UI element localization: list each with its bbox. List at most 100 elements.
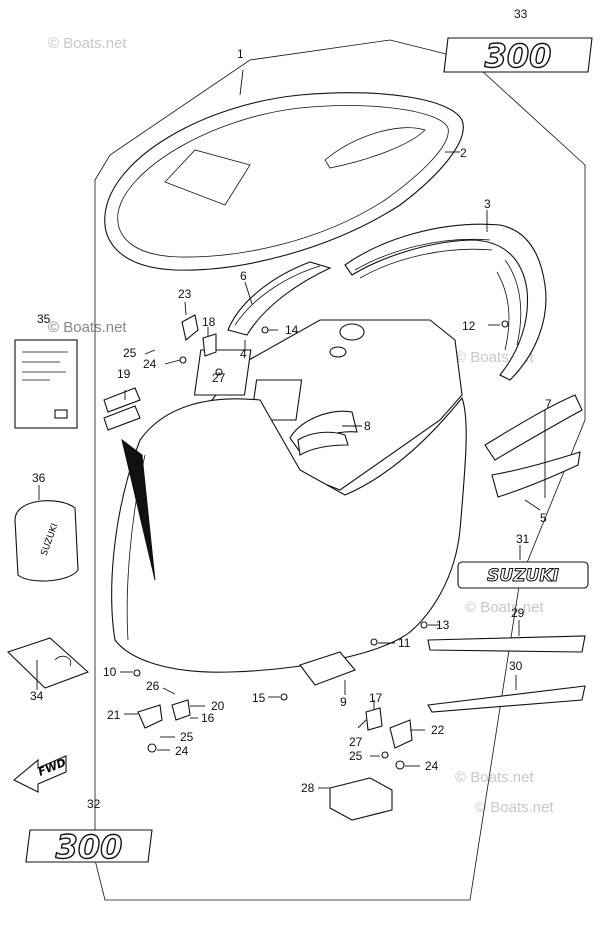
screw-15	[280, 693, 288, 701]
screw-10	[133, 669, 141, 677]
callout-23: 23	[178, 287, 192, 301]
foam-block-28	[329, 777, 393, 821]
callout-26: 26	[146, 679, 160, 693]
callout-14: 14	[285, 323, 299, 337]
callout-24-a: 24	[143, 357, 157, 371]
top-300-badge-frame	[443, 37, 593, 73]
callout-16: 16	[201, 711, 215, 725]
rail-assembly-detail	[354, 238, 522, 351]
top-cover-inner	[117, 105, 449, 258]
callout-24-b: 24	[175, 744, 189, 758]
bracket-23	[181, 314, 199, 342]
callout-17: 17	[369, 691, 383, 705]
callout-1: 1	[237, 47, 244, 61]
washer-24-c	[395, 760, 405, 770]
leader-26	[162, 687, 176, 695]
leader-5	[524, 499, 541, 511]
leader-25-a	[144, 349, 156, 355]
rail-assembly-outer	[344, 223, 547, 381]
right-rail-upper	[484, 394, 583, 461]
fwd-arrow	[13, 755, 67, 793]
leader-27-b	[357, 719, 367, 729]
bracket-16	[171, 699, 191, 721]
callout-9: 9	[340, 695, 347, 709]
callout-24-c: 24	[425, 759, 439, 773]
assembly-outline	[94, 39, 586, 901]
decal-small-2	[103, 405, 141, 431]
callout-13: 13	[436, 618, 450, 632]
callout-27-b: 27	[349, 735, 363, 749]
callout-36: 36	[32, 471, 46, 485]
leader-24-a	[164, 359, 181, 365]
stripe-decal-29	[427, 635, 586, 653]
callout-32: 32	[87, 797, 101, 811]
callout-33: 33	[514, 7, 528, 21]
left-rail-line	[234, 265, 321, 326]
tool-pouch-strap	[54, 655, 72, 667]
screw-24-a	[179, 356, 187, 364]
side-stripe-decal	[121, 438, 156, 581]
callout-5: 5	[540, 511, 547, 525]
callout-21: 21	[107, 708, 121, 722]
screw-25-c	[381, 751, 389, 759]
callout-4: 4	[240, 347, 247, 361]
leader-6	[244, 281, 253, 305]
leader-1	[239, 69, 244, 96]
callout-3: 3	[484, 197, 491, 211]
handle-part	[297, 431, 349, 456]
top-cover-outer	[104, 92, 464, 271]
suzuki-badge-frame	[457, 561, 589, 589]
tool-pouch	[6, 637, 90, 689]
screw-11	[370, 638, 378, 646]
callout-35: 35	[37, 312, 51, 326]
watermark-4: © Boats.net	[455, 769, 534, 786]
callout-29: 29	[511, 606, 525, 620]
callout-2: 2	[460, 146, 467, 160]
callout-6: 6	[240, 269, 247, 283]
screw-14	[261, 326, 269, 334]
leader-23	[184, 301, 187, 316]
top-300-badge-text: 300	[485, 37, 552, 75]
bracket-17	[365, 707, 383, 731]
watermark-5: © Boats.net	[475, 799, 554, 816]
watermark-3: © Boats.net	[465, 599, 544, 616]
callout-11: 11	[398, 636, 411, 650]
bracket-22	[389, 719, 413, 749]
callout-27-a: 27	[212, 371, 226, 385]
bottom-300-badge-text: 300	[56, 828, 123, 866]
callout-20: 20	[211, 699, 225, 713]
watermark-1: © Boats.net	[48, 35, 127, 52]
callout-15: 15	[252, 691, 266, 705]
watermark-6: © Boats.net	[48, 319, 127, 336]
callout-12: 12	[462, 319, 476, 333]
cover-bag	[14, 500, 79, 582]
callout-8: 8	[364, 419, 371, 433]
stripe-decal-30	[427, 685, 586, 713]
callout-25-c: 25	[349, 749, 363, 763]
callout-19: 19	[117, 367, 131, 381]
screw-13	[420, 621, 428, 629]
right-rail-lower	[491, 451, 581, 498]
pad-9	[299, 651, 356, 686]
callout-10: 10	[103, 665, 117, 679]
lower-cover-body	[111, 396, 467, 673]
bracket-18	[202, 333, 217, 357]
callout-25-b: 25	[180, 730, 194, 744]
callout-28: 28	[301, 781, 315, 795]
suzuki-badge-text: SUZUKI	[487, 566, 559, 586]
callout-34: 34	[30, 689, 44, 703]
manual-document-stamp	[54, 409, 68, 419]
top-cover-vent	[324, 127, 426, 169]
engine-bay-box-1	[193, 349, 252, 396]
top-cover-panel	[164, 149, 251, 206]
bracket-21	[137, 704, 163, 729]
callout-31: 31	[516, 532, 530, 546]
screw-12	[501, 320, 509, 328]
washer-24-b	[147, 743, 157, 753]
engine-bay-cap-1	[339, 323, 365, 341]
manual-document-lines	[22, 351, 68, 381]
bottom-300-badge-frame	[25, 829, 153, 863]
engine-bay-cap-2	[329, 346, 347, 358]
callout-22: 22	[431, 723, 445, 737]
